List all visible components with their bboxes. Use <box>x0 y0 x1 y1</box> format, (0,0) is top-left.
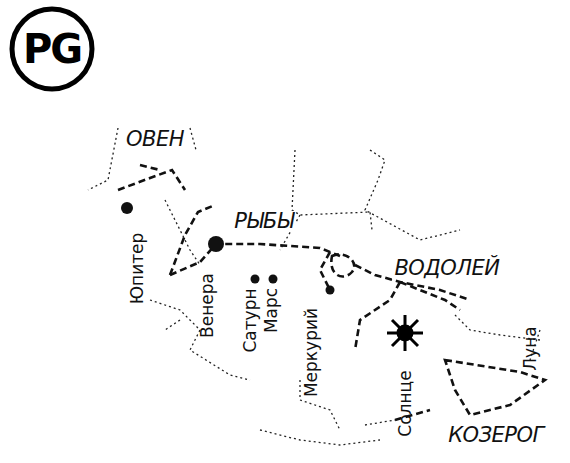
planets <box>121 202 335 295</box>
boundary-lines <box>88 128 540 445</box>
planet-name: Венера <box>199 273 216 338</box>
constellation-name: ВОДОЛЕЙ <box>392 258 501 279</box>
logo-text: PG <box>23 26 81 72</box>
planet-name: Сатурн <box>241 288 258 352</box>
planet-name: Марс <box>263 287 280 332</box>
logo-badge: PG <box>12 9 92 89</box>
planet-name: Юпитер <box>129 232 146 304</box>
planet-name: Солнце <box>396 370 413 436</box>
planet-name: Луна <box>521 326 538 370</box>
planet-name: Меркурий <box>303 307 320 396</box>
constellation-name: КОЗЕРОГ <box>446 425 546 446</box>
constellation-lines <box>118 165 545 420</box>
sun-symbol <box>387 315 423 351</box>
logo-circle <box>12 9 92 89</box>
constellation-name: РЫБЫ <box>232 211 295 232</box>
constellation-name: ОВЕН <box>124 129 186 150</box>
